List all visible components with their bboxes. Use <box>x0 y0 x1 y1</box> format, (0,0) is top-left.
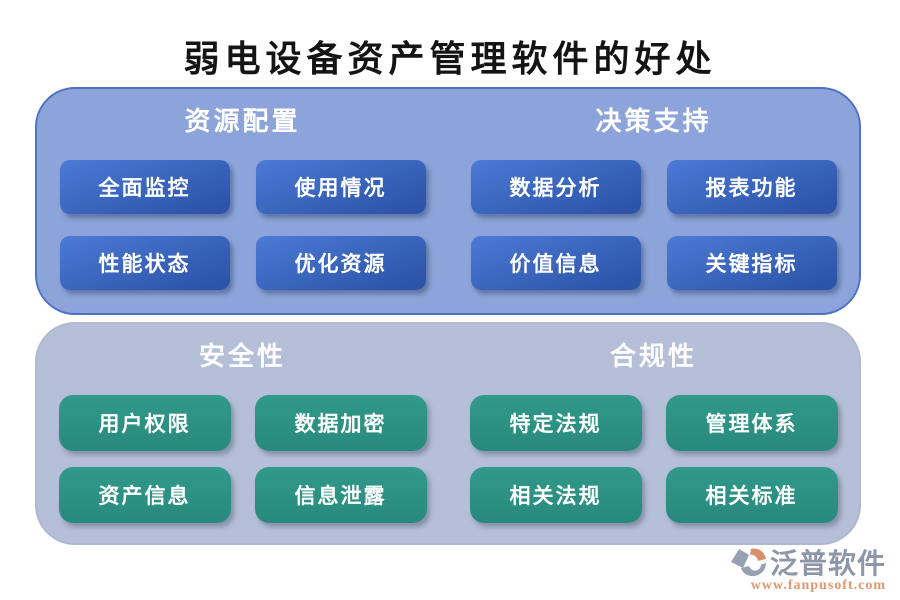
benefit-button[interactable]: 相关法规 <box>469 467 642 523</box>
benefit-button[interactable]: 优化资源 <box>255 236 426 290</box>
section-resource-config: 资源配置 全面监控 使用情况 性能状态 优化资源 <box>37 89 448 313</box>
benefit-button[interactable]: 关键指标 <box>666 236 837 290</box>
brand-footer: 泛普软件 www.fanpusoft.com <box>728 542 886 594</box>
benefit-button[interactable]: 用户权限 <box>58 395 231 451</box>
benefit-button[interactable]: 信息泄露 <box>254 467 427 523</box>
brand-name: 泛普软件 <box>769 549 886 580</box>
button-grid: 特定法规 管理体系 相关法规 相关标准 <box>469 395 838 523</box>
section-header: 决策支持 <box>595 107 712 136</box>
section-compliance: 合规性 特定法规 管理体系 相关法规 相关标准 <box>448 324 859 543</box>
benefit-button[interactable]: 价值信息 <box>470 236 641 290</box>
fanpu-logo-icon <box>728 544 768 580</box>
benefit-button[interactable]: 特定法规 <box>469 395 642 451</box>
benefit-button[interactable]: 数据加密 <box>254 395 427 451</box>
benefit-button[interactable]: 相关标准 <box>665 467 838 523</box>
benefit-button[interactable]: 全面监控 <box>59 160 230 214</box>
button-grid: 全面监控 使用情况 性能状态 优化资源 <box>59 160 426 290</box>
benefit-button[interactable]: 资产信息 <box>58 467 231 523</box>
section-security: 安全性 用户权限 数据加密 资产信息 信息泄露 <box>37 324 448 543</box>
benefit-button[interactable]: 性能状态 <box>59 236 230 290</box>
benefit-button[interactable]: 管理体系 <box>665 395 838 451</box>
benefit-button[interactable]: 使用情况 <box>255 160 426 214</box>
section-header: 安全性 <box>198 342 286 371</box>
section-header: 合规性 <box>609 342 697 371</box>
benefit-button[interactable]: 报表功能 <box>666 160 837 214</box>
section-header: 资源配置 <box>184 107 301 136</box>
benefit-button[interactable]: 数据分析 <box>470 160 641 214</box>
page-title: 弱电设备资产管理软件的好处 <box>183 39 717 79</box>
panel-resource-decision: 资源配置 全面监控 使用情况 性能状态 优化资源 决策支持 数据分析 报表功能 … <box>35 87 861 315</box>
button-grid: 数据分析 报表功能 价值信息 关键指标 <box>470 160 837 290</box>
button-grid: 用户权限 数据加密 资产信息 信息泄露 <box>58 395 427 523</box>
section-decision-support: 决策支持 数据分析 报表功能 价值信息 关键指标 <box>448 89 859 313</box>
panel-security-compliance: 安全性 用户权限 数据加密 资产信息 信息泄露 合规性 特定法规 管理体系 相关… <box>35 322 861 545</box>
brand-url: www.fanpusoft.com <box>750 578 886 593</box>
